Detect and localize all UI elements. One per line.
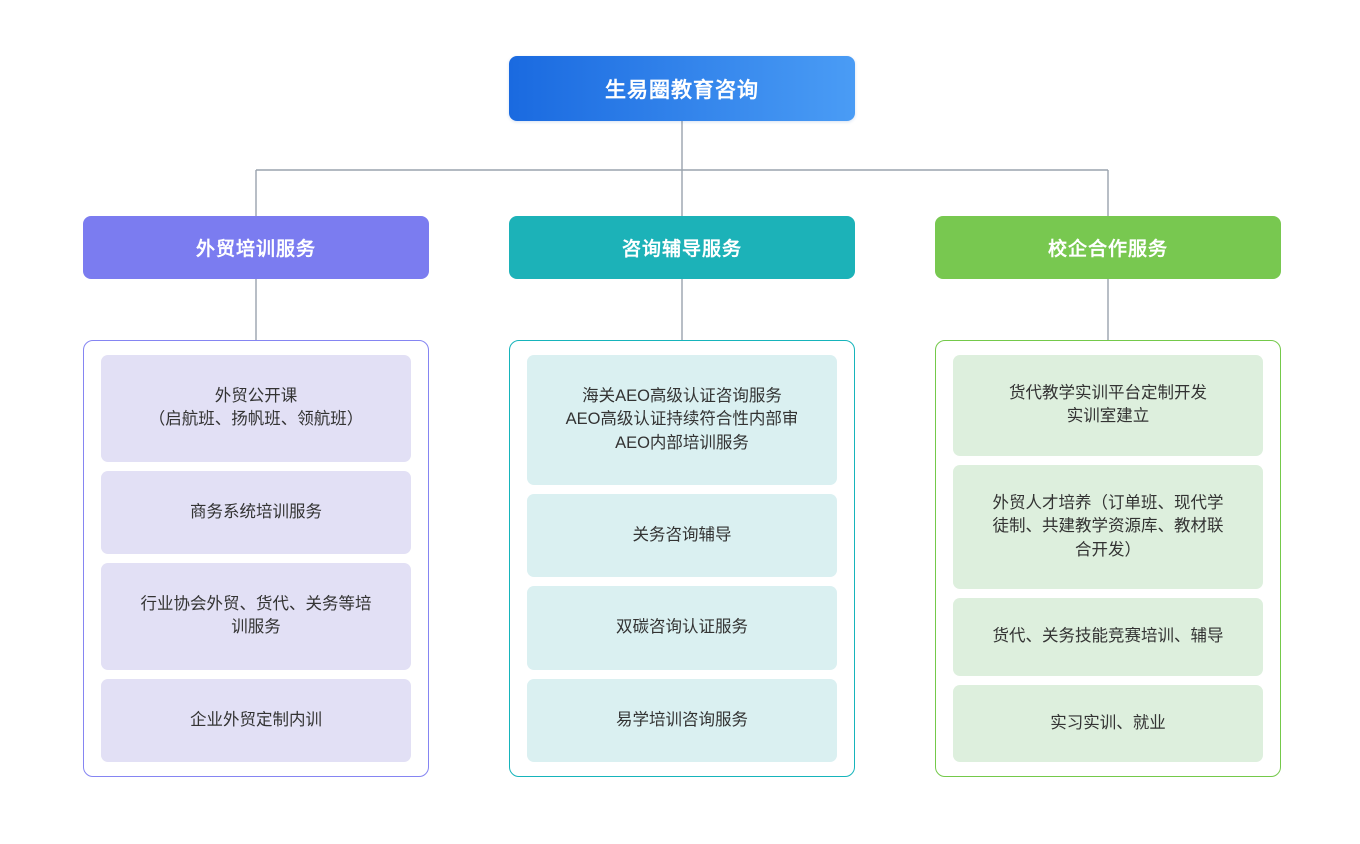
items-container-waimao-peixun: 外贸公开课 （启航班、扬帆班、领航班） 商务系统培训服务 行业协会外贸、货代、关… [83,340,429,777]
items-container-xiaoqi-hezuo: 货代教学实训平台定制开发 实训室建立 外贸人才培养（订单班、现代学 徒制、共建教… [935,340,1281,777]
leaf-line: 双碳咨询认证服务 [616,618,748,637]
leaf-line: AEO高级认证持续符合性内部审 [565,410,799,429]
root-node-label: 生易圈教育咨询 [605,78,759,102]
leaf-line: 货代、关务技能竞赛培训、辅导 [992,627,1224,646]
leaf-line: 训服务 [231,618,281,637]
root-node[interactable]: 生易圈教育咨询 [509,56,855,121]
column-zixun-fudao: 咨询辅导服务 海关AEO高级认证咨询服务 AEO高级认证持续符合性内部审 AEO… [509,216,855,777]
leaf-item[interactable]: 实习实训、就业 [953,684,1263,763]
category-header-label: 外贸培训服务 [195,239,316,260]
leaf-line: 海关AEO高级认证咨询服务 [582,386,782,405]
leaf-line: AEO内部培训服务 [615,433,749,452]
category-header-zixun-fudao[interactable]: 咨询辅导服务 [509,216,855,279]
leaf-item[interactable]: 外贸公开课 （启航班、扬帆班、领航班） [101,355,411,462]
leaf-item[interactable]: 关务咨询辅导 [527,494,837,578]
leaf-item[interactable]: 双碳咨询认证服务 [527,586,837,670]
leaf-line: （启航班、扬帆班、领航班） [148,410,364,429]
leaf-item[interactable]: 易学培训咨询服务 [527,678,837,763]
leaf-item[interactable]: 商务系统培训服务 [101,470,411,555]
leaf-item[interactable]: 货代教学实训平台定制开发 实训室建立 [953,355,1263,456]
leaf-line: 外贸人才培养（订单班、现代学 [992,493,1224,512]
category-header-waimao-peixun[interactable]: 外贸培训服务 [83,216,429,279]
leaf-item[interactable]: 海关AEO高级认证咨询服务 AEO高级认证持续符合性内部审 AEO内部培训服务 [527,355,837,486]
category-header-label: 咨询辅导服务 [621,239,742,260]
category-header-label: 校企合作服务 [1047,239,1168,260]
leaf-item[interactable]: 货代、关务技能竞赛培训、辅导 [953,598,1263,676]
column-waimao-peixun: 外贸培训服务 外贸公开课 （启航班、扬帆班、领航班） 商务系统培训服务 行业协会… [83,216,429,777]
leaf-line: 商务系统培训服务 [190,502,322,521]
leaf-line: 行业协会外贸、货代、关务等培 [140,594,372,613]
category-header-xiaoqi-hezuo[interactable]: 校企合作服务 [935,216,1281,279]
leaf-line: 实训室建立 [1066,407,1150,426]
leaf-line: 易学培训咨询服务 [616,710,748,729]
leaf-line: 外贸公开课 [214,386,298,405]
column-xiaoqi-hezuo: 校企合作服务 货代教学实训平台定制开发 实训室建立 外贸人才培养（订单班、现代学… [935,216,1281,777]
leaf-line: 实习实训、就业 [1050,713,1166,732]
leaf-line: 徒制、共建教学资源库、教材联 [992,517,1224,536]
leaf-item[interactable]: 行业协会外贸、货代、关务等培 训服务 [101,563,411,670]
leaf-line: 货代教学实训平台定制开发 [1009,384,1207,402]
leaf-item[interactable]: 外贸人才培养（订单班、现代学 徒制、共建教学资源库、教材联 合开发） [953,464,1263,590]
leaf-line: 关务咨询辅导 [632,526,732,545]
leaf-line: 合开发） [1075,540,1141,559]
leaf-item[interactable]: 企业外贸定制内训 [101,678,411,763]
leaf-line: 企业外贸定制内训 [190,710,322,729]
items-container-zixun-fudao: 海关AEO高级认证咨询服务 AEO高级认证持续符合性内部审 AEO内部培训服务 … [509,340,855,777]
